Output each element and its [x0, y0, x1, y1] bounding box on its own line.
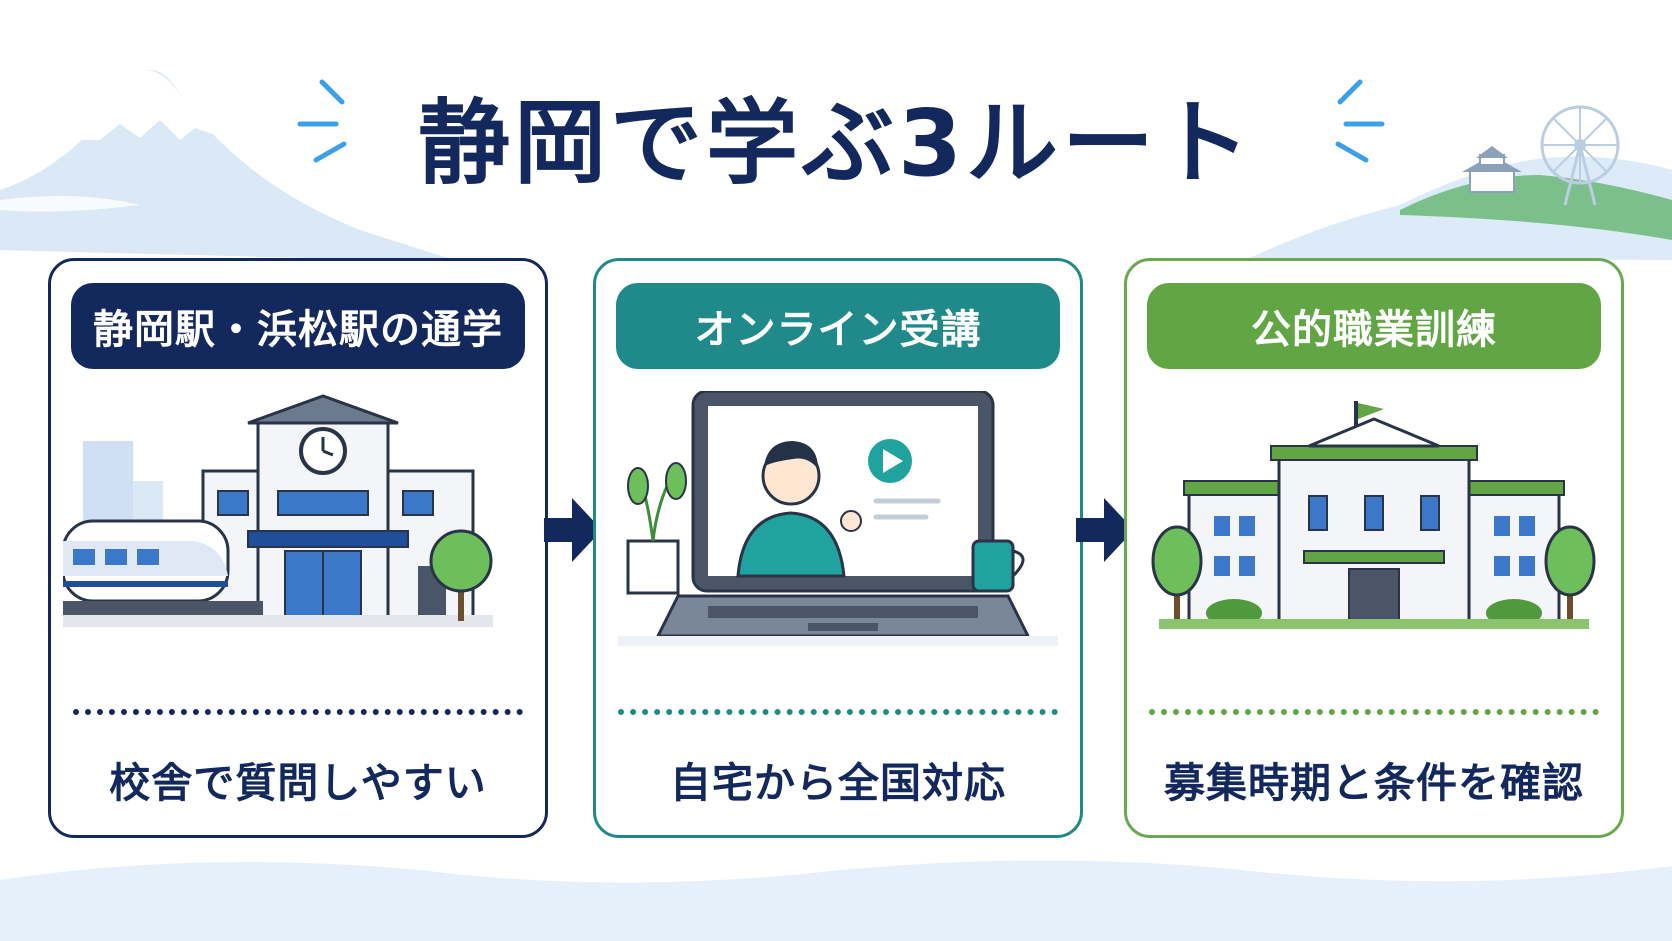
divider-dots: [1149, 709, 1599, 715]
route-card-online: オンライン受講 自宅から全国対応: [593, 258, 1083, 838]
castle-and-ferris-wheel-illustration: [1250, 105, 1672, 260]
station-school-illustration: [63, 394, 493, 627]
route-label-online: オンライン受講: [616, 283, 1060, 369]
page-title: 静岡で学ぶ3ルート: [417, 89, 1254, 197]
divider-dots: [73, 709, 523, 715]
title-sparkle-left-icon: [297, 79, 347, 163]
route-label-commute: 静岡駅・浜松駅の通学: [71, 283, 525, 369]
divider-dots: [618, 709, 1058, 715]
route-card-commute: 静岡駅・浜松駅の通学 校舎で質問しやすい: [48, 258, 548, 838]
route-label-vocational: 公的職業訓練: [1147, 283, 1601, 369]
route-caption-online: 自宅から全国対応: [670, 759, 1006, 807]
arrow-right-icon: [1076, 498, 1134, 562]
arrow-right-icon: [544, 498, 602, 562]
bottom-cloud-band: [0, 860, 1672, 941]
route-caption-commute: 校舎で質問しやすい: [109, 759, 487, 807]
route-card-vocational: 公的職業訓練 募集時期と条件を確認: [1124, 258, 1624, 838]
title-sparkle-right-icon: [1335, 79, 1385, 163]
mount-fuji-illustration: [0, 70, 460, 262]
route-caption-vocational: 募集時期と条件を確認: [1164, 759, 1584, 807]
public-building-illustration: [1151, 401, 1596, 629]
laptop-online-lesson-illustration: [618, 391, 1058, 646]
